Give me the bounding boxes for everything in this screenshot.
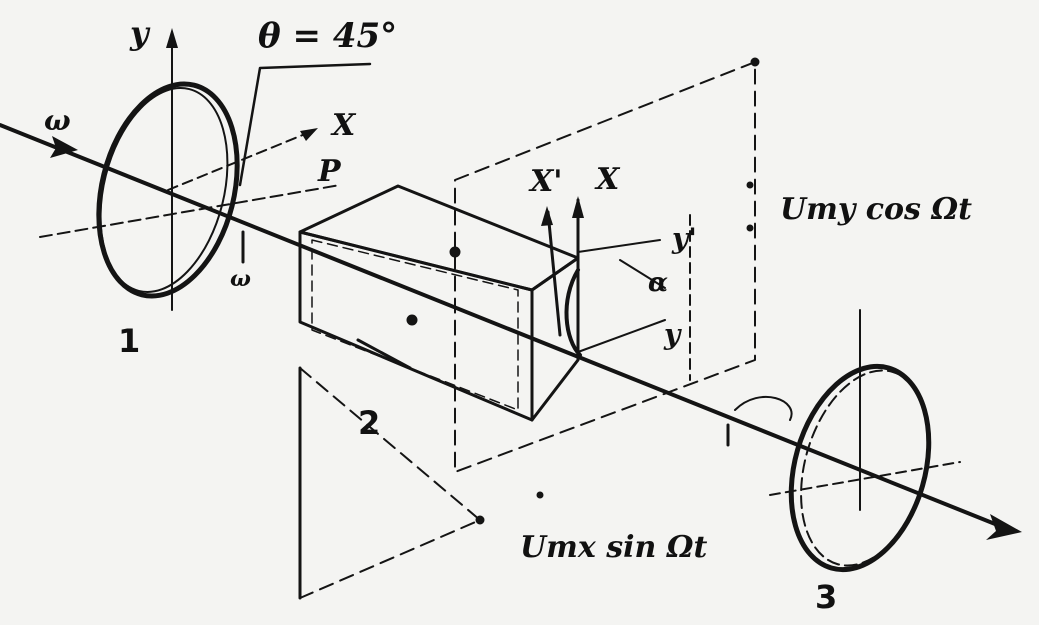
voltage-x-label: Umx sin Ωt [520, 530, 708, 565]
y-axis-right [577, 319, 666, 353]
theta-label: θ = 45° [258, 16, 398, 56]
horizontal-axis-left [39, 184, 341, 238]
x-axis-right-arrow-icon [572, 196, 584, 218]
analyzer-3 [788, 363, 932, 573]
theta-leader [238, 62, 372, 187]
crystal-number: 2 [358, 404, 381, 442]
x-prime-arrow-icon [541, 206, 553, 226]
vertical-electrode-plate [454, 61, 756, 473]
omega-small-label: ω [230, 266, 251, 292]
p-label: P [318, 154, 341, 189]
y-prime-label: y' [672, 222, 697, 255]
rotation-arc [734, 395, 793, 421]
alpha-label: α [648, 268, 669, 298]
polarizer-number: 1 [118, 322, 141, 360]
output-arrow-icon [986, 514, 1022, 540]
input-arrow-icon [50, 136, 78, 158]
x-axis-arrow-icon [300, 128, 318, 141]
alpha-arc [619, 259, 666, 289]
analyzer-number: 3 [815, 578, 838, 616]
y-axis-left-label: y [130, 14, 149, 52]
omega-input-label: ω [44, 104, 71, 137]
x-axis-left-label: X [332, 108, 356, 143]
x-right-label: X [596, 162, 620, 197]
crystal-end-face [564, 268, 582, 357]
y-axis-arrow-icon [166, 28, 178, 48]
horizontal-electrode-plate [299, 367, 481, 599]
y-right-label: y [664, 318, 681, 351]
x-prime-axis [546, 210, 562, 337]
optical-axis [0, 123, 1012, 532]
voltage-y-label: Umy cos Ωt [780, 192, 972, 227]
x-prime-label: X' [530, 164, 563, 199]
x-axis-left [167, 131, 311, 191]
y-prime-axis [577, 239, 661, 253]
